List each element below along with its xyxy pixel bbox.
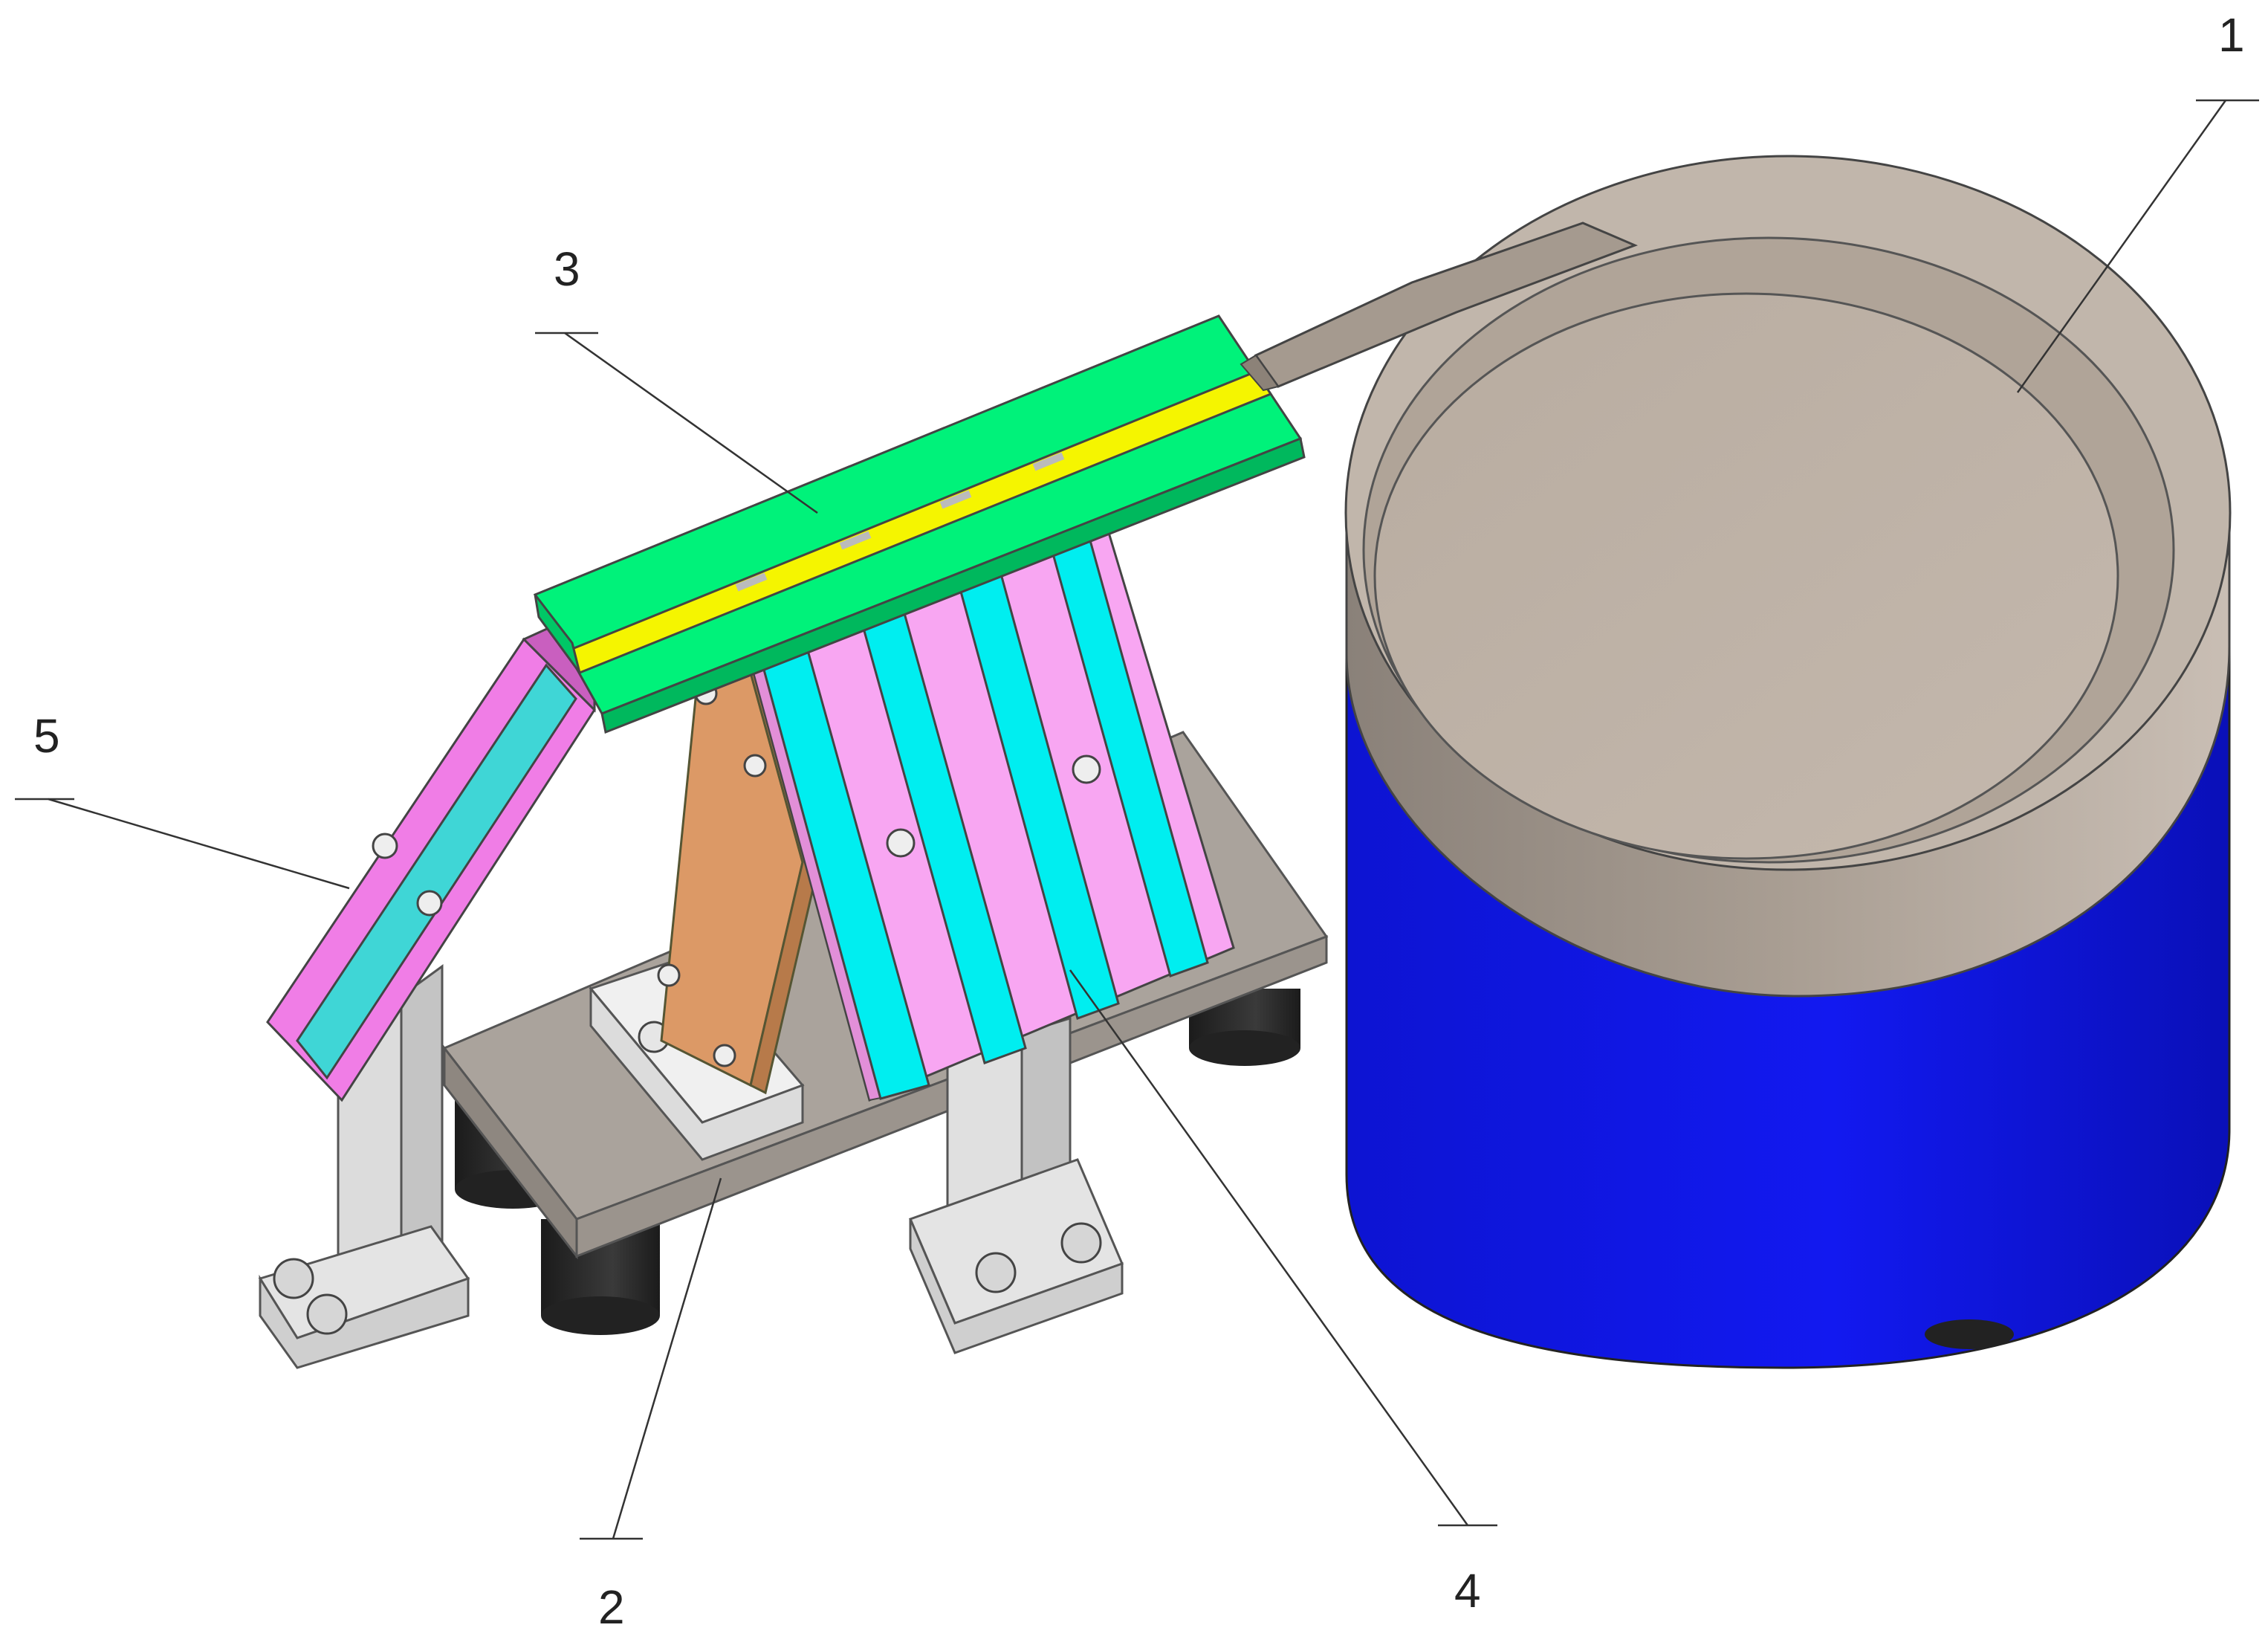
bolt-head xyxy=(372,833,398,859)
foot-front-left xyxy=(541,1219,660,1335)
leader-line-3-pointer xyxy=(564,332,818,514)
linear-feed-rail xyxy=(533,314,1306,734)
leader-line-4-pointer xyxy=(1069,969,1469,1526)
leader-line-2-pointer xyxy=(612,1177,722,1539)
callout-label-2: 2 xyxy=(598,1580,625,1634)
bolt-head xyxy=(306,1293,348,1335)
bowl-floor xyxy=(1373,292,2119,860)
callout-label-5: 5 xyxy=(33,709,60,763)
bolt-head xyxy=(713,1044,736,1067)
leader-line-5-pointer xyxy=(48,798,350,890)
callout-label-3: 3 xyxy=(554,242,580,296)
bolt-head xyxy=(1072,754,1101,784)
callout-label-1: 1 xyxy=(2218,8,2245,62)
leader-line-1-pointer xyxy=(2016,100,2227,393)
bowl-foot xyxy=(1925,1319,2014,1349)
grooved-bracket xyxy=(749,526,1235,1102)
bolt-head xyxy=(886,828,916,858)
bolt-head xyxy=(743,754,767,778)
bolt-head xyxy=(975,1252,1017,1293)
callout-label-4: 4 xyxy=(1454,1564,1481,1617)
chute-channel xyxy=(296,663,577,1080)
bolt-head xyxy=(416,890,443,917)
bolt-head xyxy=(273,1258,314,1299)
discharge-chute xyxy=(266,618,596,1102)
foot-rear-right xyxy=(1189,989,1300,1066)
leader-lines xyxy=(15,99,2259,1540)
support-column-right xyxy=(908,1016,1124,1354)
support-column-left xyxy=(258,964,470,1369)
bolt-head xyxy=(1060,1222,1102,1264)
bolt-head xyxy=(657,963,681,987)
vibratory-bowl xyxy=(1240,155,2232,1369)
